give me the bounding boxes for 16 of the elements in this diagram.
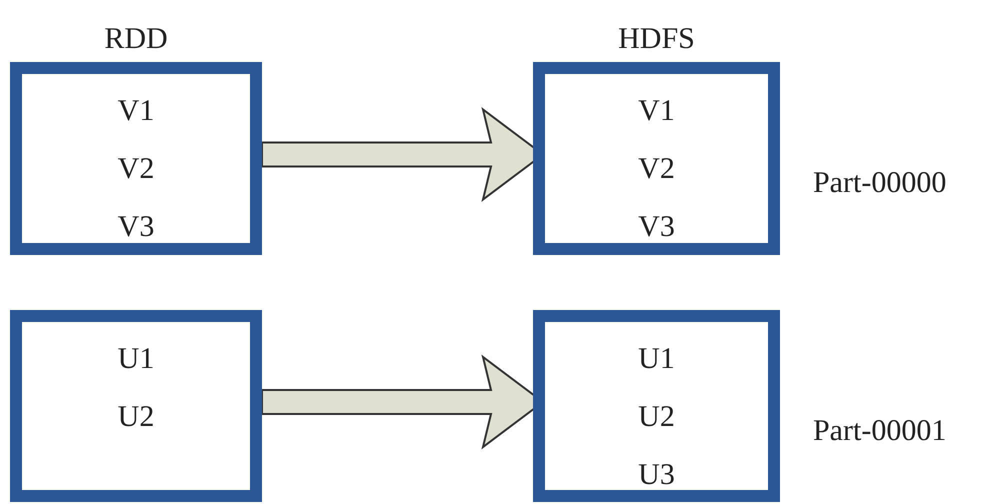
record-label: V1 — [118, 93, 154, 129]
partition-label: Part-00001 — [813, 414, 946, 448]
record-label: V2 — [638, 151, 675, 187]
data-block — [10, 310, 262, 502]
record-label: U2 — [638, 399, 675, 435]
record-label: V3 — [638, 209, 675, 245]
record-label: V3 — [118, 209, 154, 245]
record-label: U1 — [638, 341, 675, 377]
record-label: U3 — [638, 457, 675, 493]
record-label: U2 — [118, 399, 154, 435]
record-label: V1 — [638, 93, 675, 129]
record-label: V2 — [118, 151, 154, 187]
record-label: U1 — [118, 341, 154, 377]
partition-label: Part-00000 — [813, 166, 946, 200]
block-heading: HDFS — [617, 22, 696, 56]
block-heading: RDD — [103, 22, 169, 56]
